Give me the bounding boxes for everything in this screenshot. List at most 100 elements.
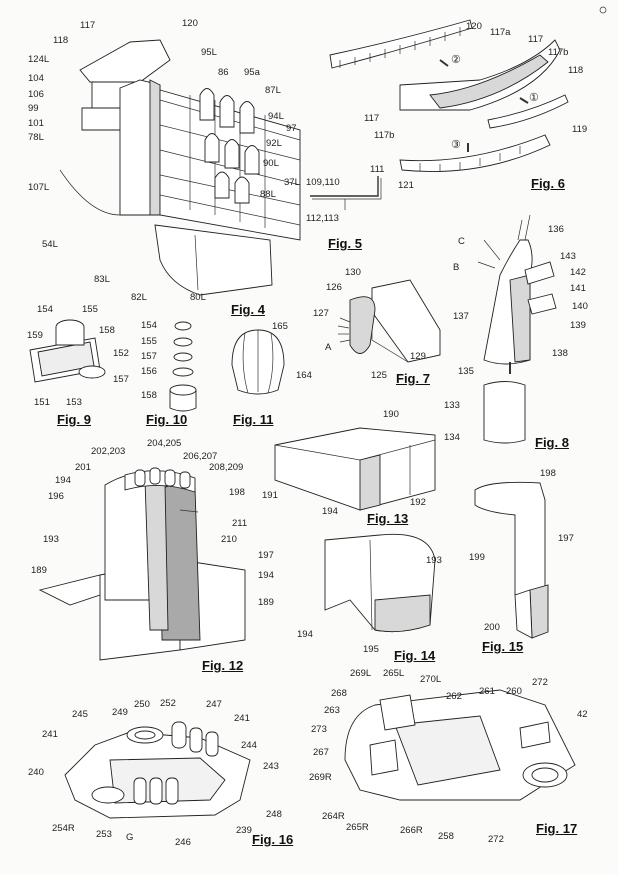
part-label: 83L <box>94 274 110 285</box>
part-label: 194 <box>258 570 274 581</box>
part-label: 120 <box>466 21 482 32</box>
part-label: 239 <box>236 825 252 836</box>
part-label: 266R <box>400 825 423 836</box>
part-label: 78L <box>28 132 44 143</box>
part-label: 104 <box>28 73 44 84</box>
part-label: 134 <box>444 432 460 443</box>
part-label: 140 <box>572 301 588 312</box>
fig7-drawing <box>337 279 441 363</box>
part-label: 112,113 <box>306 213 339 224</box>
part-label: 142 <box>570 267 586 278</box>
fig13-drawing <box>274 427 436 511</box>
part-label: 155 <box>141 336 157 347</box>
part-label: 197 <box>258 550 274 561</box>
part-label: 37L <box>284 177 300 188</box>
part-label: 193 <box>43 534 59 545</box>
part-label: 87L <box>265 85 281 96</box>
part-label: G <box>126 832 134 843</box>
part-label: 240 <box>28 767 44 778</box>
part-label: 265R <box>346 822 369 833</box>
part-label: 141 <box>570 283 586 294</box>
part-label: 126 <box>326 282 342 293</box>
part-label: 111 <box>370 164 385 175</box>
part-label: 154 <box>37 304 53 315</box>
part-label: 252 <box>160 698 176 709</box>
part-label: 154 <box>141 320 157 331</box>
part-label: 117 <box>364 113 380 124</box>
part-label: 206,207 <box>183 451 218 462</box>
part-label: 247 <box>206 699 222 710</box>
fig16-drawing <box>64 721 251 819</box>
part-label: 97 <box>286 123 297 134</box>
part-label: 117a <box>490 27 511 38</box>
fig9-drawing <box>29 319 106 383</box>
part-label: 124L <box>28 54 50 65</box>
part-label: C <box>458 236 465 247</box>
part-label: 155 <box>82 304 98 315</box>
fig11-drawing <box>231 329 285 395</box>
part-label: 260 <box>506 686 522 697</box>
part-label: 109,110 <box>306 177 340 188</box>
part-label: 196 <box>48 491 64 502</box>
fig16-caption: Fig. 16 <box>252 832 294 847</box>
part-label: 192 <box>410 497 426 508</box>
part-label: 138 <box>552 348 568 359</box>
fig12-caption: Fig. 12 <box>202 658 244 673</box>
part-label: 143 <box>560 251 576 262</box>
part-label: 195 <box>363 644 379 655</box>
part-label: 198 <box>229 487 245 498</box>
part-label: 99 <box>28 103 39 114</box>
part-label: 129 <box>410 351 426 362</box>
part-label: 117 <box>528 34 544 45</box>
fig14-drawing <box>324 533 436 633</box>
part-label: 211 <box>232 518 248 529</box>
part-label: 121 <box>398 180 414 191</box>
part-label: 158 <box>141 390 157 401</box>
fig15-caption: Fig. 15 <box>482 639 524 654</box>
part-label: 135 <box>458 366 474 377</box>
part-label: 198 <box>540 468 556 479</box>
part-label: 125 <box>371 370 387 381</box>
part-label: 130 <box>345 267 361 278</box>
part-label: 194 <box>297 629 313 640</box>
part-label: 202,203 <box>91 446 126 457</box>
part-label: 200 <box>484 622 500 633</box>
part-label: 241 <box>234 713 250 724</box>
part-label: 204,205 <box>147 438 182 449</box>
part-label: 118 <box>568 65 584 76</box>
part-label: 127 <box>313 308 329 319</box>
part-label: 139 <box>570 320 586 331</box>
fig5-drawing <box>310 176 382 210</box>
part-label: 164 <box>296 370 312 381</box>
part-label: 42 <box>577 709 588 720</box>
part-label: 264R <box>322 811 345 822</box>
part-label: 258 <box>438 831 454 842</box>
part-label: 137 <box>453 311 469 322</box>
part-label: 272 <box>532 677 548 688</box>
part-label: 245 <box>72 709 88 720</box>
part-label: A <box>325 342 332 353</box>
part-label: 243 <box>263 761 279 772</box>
part-label: 151 <box>34 397 50 408</box>
fig6-caption: Fig. 6 <box>531 176 565 191</box>
part-label: 189 <box>31 565 47 576</box>
fig14-caption: Fig. 14 <box>394 648 436 663</box>
fig13-caption: Fig. 13 <box>367 511 409 526</box>
part-label: 106 <box>28 89 44 100</box>
part-label: 269R <box>309 772 332 783</box>
part-label: 262 <box>446 691 462 702</box>
part-label: 199 <box>469 552 485 563</box>
part-label: 157 <box>113 374 129 385</box>
part-label: 253 <box>96 829 112 840</box>
part-label: 193 <box>426 555 442 566</box>
corner-mark-icon <box>599 6 607 14</box>
part-label: 194 <box>55 475 71 486</box>
part-label: 107L <box>28 182 50 193</box>
part-label: 246 <box>175 837 191 848</box>
part-label: 101 <box>28 118 44 129</box>
part-label: 165 <box>272 321 288 332</box>
part-label: 270L <box>420 674 442 685</box>
part-label: 95a <box>244 67 260 78</box>
part-label: 263 <box>324 705 340 716</box>
